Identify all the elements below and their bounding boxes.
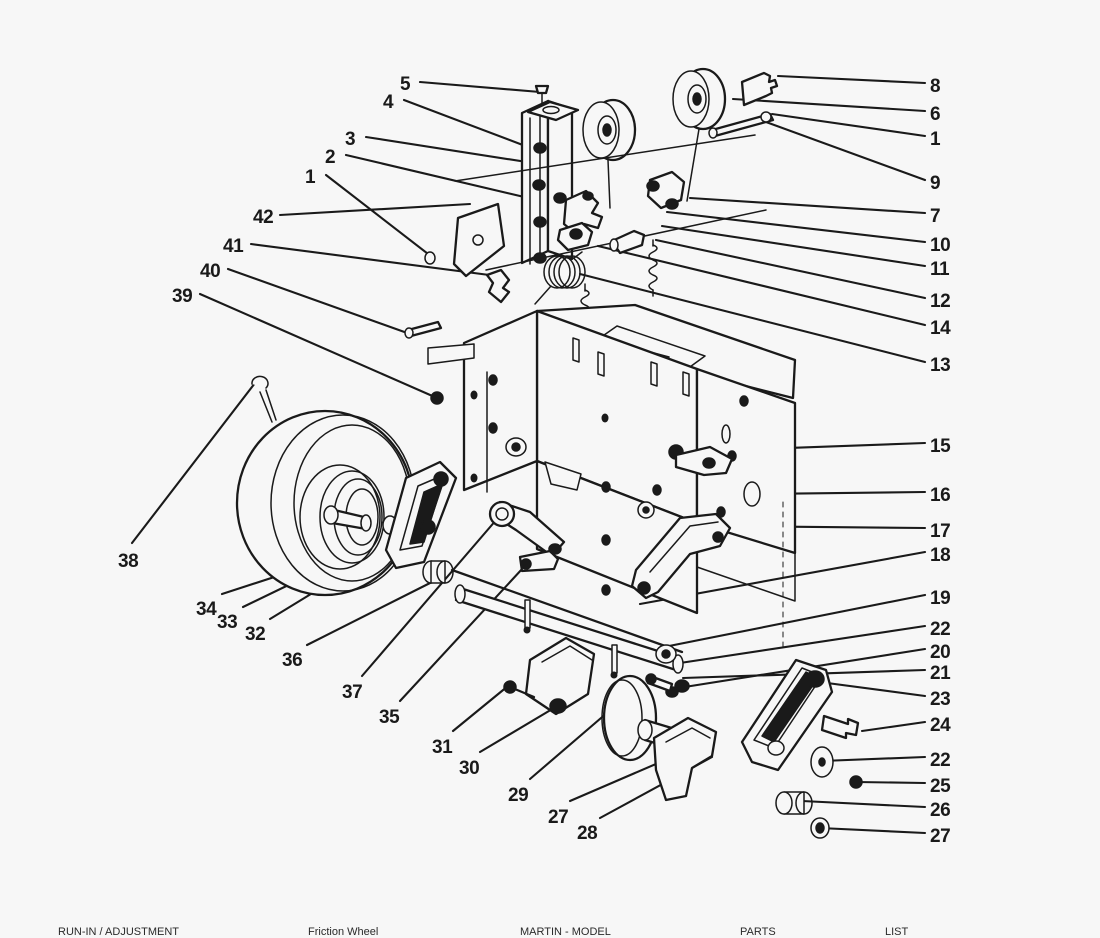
callout-27: 27: [930, 826, 951, 847]
wheel-assembly: [235, 320, 475, 597]
leader-line-26: [800, 799, 927, 809]
callout-31: 31: [432, 737, 453, 758]
leader-line-8: [776, 74, 927, 85]
callout-19: 19: [930, 588, 951, 609]
bottom-text-fragment: PARTS: [740, 926, 776, 938]
callout-12: 12: [930, 291, 951, 312]
callout-5: 5: [400, 74, 411, 95]
bottom-text-strip: RUN-IN / ADJUSTMENT Friction Wheel MARTIN …: [0, 926, 1100, 938]
leader-line-42: [278, 202, 472, 217]
callout-18: 18: [930, 545, 951, 566]
callout-32: 32: [245, 624, 266, 645]
callout-20: 20: [930, 642, 951, 663]
torsion-spring: [534, 251, 586, 305]
callout-15: 15: [930, 436, 951, 457]
pulley-bracket-assembly: [454, 67, 779, 271]
callout-1: 1: [930, 129, 941, 150]
callout-7: 7: [930, 206, 941, 227]
callout-30: 30: [459, 758, 480, 779]
leader-line-1: [324, 173, 434, 259]
leader-line-38: [130, 381, 257, 545]
arm-linkage-right: [630, 444, 784, 648]
callout-23: 23: [930, 689, 951, 710]
callout-28: 28: [577, 823, 598, 844]
callout-6: 6: [930, 104, 941, 125]
leader-line-6: [731, 97, 927, 113]
leader-line-25: [854, 780, 927, 785]
callout-27: 27: [548, 807, 569, 828]
callout-1: 1: [305, 167, 316, 188]
callout-38: 38: [118, 551, 139, 572]
leader-line-11: [660, 224, 927, 268]
callout-41: 41: [223, 236, 244, 257]
callout-39: 39: [172, 286, 193, 307]
leader-line-30: [478, 703, 561, 754]
callout-29: 29: [508, 785, 529, 806]
callout-3: 3: [345, 129, 356, 150]
leader-line-27: [818, 826, 927, 835]
callout-35: 35: [379, 707, 400, 728]
leader-line-22: [678, 624, 927, 665]
linkage-levers: [424, 170, 686, 334]
leader-line-39: [198, 292, 439, 400]
callout-14: 14: [930, 318, 951, 339]
pulley-right: [672, 67, 727, 131]
leader-line-36: [305, 578, 438, 647]
callout-2: 2: [325, 147, 336, 168]
callout-42: 42: [253, 207, 274, 228]
callout-4: 4: [383, 92, 394, 113]
leader-line-24: [860, 720, 927, 733]
callout-13: 13: [930, 355, 951, 376]
callout-16: 16: [930, 485, 951, 506]
callout-10: 10: [930, 235, 951, 256]
leader-line-31: [451, 684, 510, 733]
bottom-text-fragment: LIST: [885, 926, 909, 938]
bottom-text-fragment: Friction Wheel: [308, 926, 379, 938]
bottom-text-fragment: RUN-IN / ADJUSTMENT: [58, 926, 179, 938]
callout-8: 8: [930, 76, 941, 97]
pulley-left: [582, 98, 637, 162]
leader-line-12: [654, 238, 927, 300]
callout-24: 24: [930, 715, 951, 736]
leader-line-29: [528, 704, 617, 781]
callout-25: 25: [930, 776, 951, 797]
leader-line-4: [402, 98, 530, 149]
leader-line-2: [344, 153, 539, 202]
spring-small-right: [648, 239, 658, 297]
leader-line-22: [820, 755, 927, 763]
callout-37: 37: [342, 682, 363, 703]
leader-line-41: [249, 242, 499, 278]
callout-22: 22: [930, 619, 951, 640]
leader-line-1: [770, 112, 927, 138]
leader-line-13: [578, 272, 927, 364]
callout-40: 40: [200, 261, 221, 282]
callout-9: 9: [930, 173, 941, 194]
leader-line-9: [764, 120, 927, 182]
leader-line-5: [418, 80, 542, 94]
leader-line-40: [226, 267, 412, 336]
leader-line-10: [665, 210, 927, 244]
leader-line-35: [398, 553, 537, 703]
friction-plate-group: [645, 644, 863, 839]
callout-33: 33: [217, 612, 238, 633]
callout-36: 36: [282, 650, 303, 671]
axle-assembly: [450, 500, 718, 802]
callout-21: 21: [930, 663, 951, 684]
leader-line-7: [688, 196, 927, 215]
bottom-text-fragment: MARTIN - MODEL: [520, 926, 611, 938]
callout-11: 11: [930, 259, 950, 280]
callout-22: 22: [930, 750, 951, 771]
main-frame-body: [462, 303, 797, 615]
callout-17: 17: [930, 521, 951, 542]
leader-line-37: [360, 510, 505, 678]
callout-26: 26: [930, 800, 951, 821]
leader-line-19: [657, 593, 927, 650]
callout-34: 34: [196, 599, 217, 620]
